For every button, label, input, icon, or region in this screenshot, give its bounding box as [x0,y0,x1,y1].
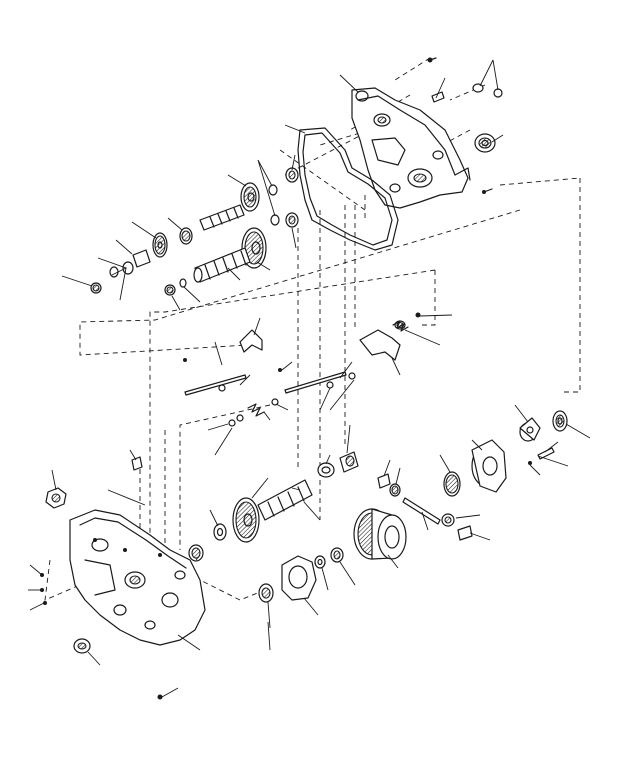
rear-cover [351,87,471,209]
seal [552,410,568,432]
case-fasteners [40,456,163,700]
output-gear [188,497,260,562]
input-shaft-gear [199,167,299,231]
cover-bolts [427,57,503,194]
leader-lines [28,59,591,698]
pinion-gear [377,471,473,541]
cover-gasket [297,127,399,251]
spacer-washers [90,227,193,296]
detent-springs [218,320,409,427]
shift-fork [239,320,406,361]
transmission-case [69,509,206,646]
axle-flange [471,417,555,493]
output-shaft [257,451,359,521]
shift-rails [183,312,421,396]
ring-gear [353,508,407,560]
differential-carrier [258,547,344,603]
cluster-gear [193,227,267,283]
bearing-cup [474,133,496,153]
